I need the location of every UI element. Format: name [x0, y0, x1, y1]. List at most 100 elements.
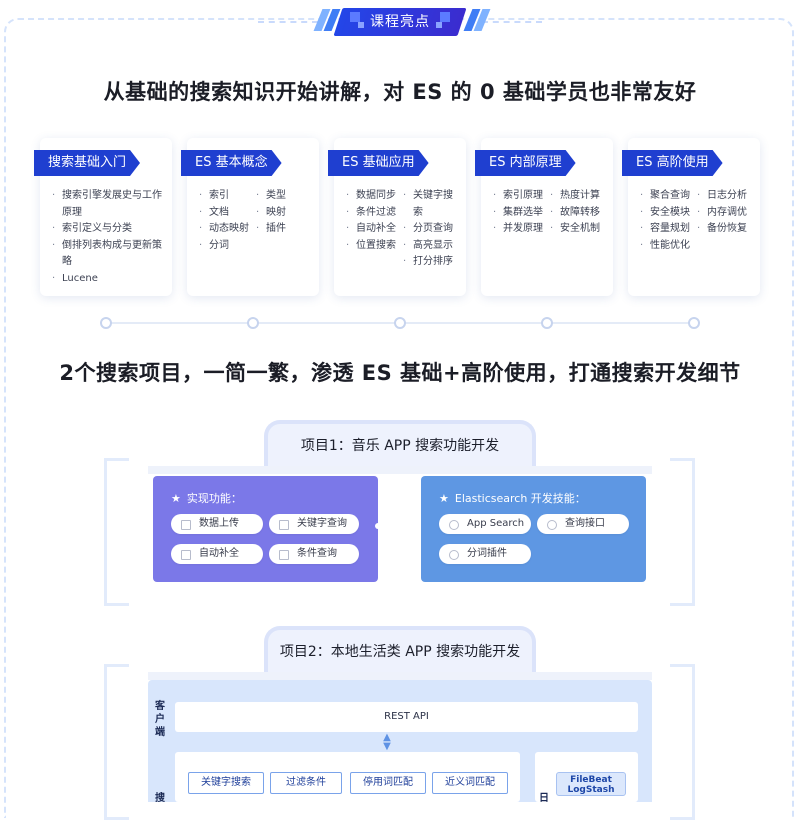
- project1-base: [148, 466, 652, 474]
- card-title: ES 高阶使用: [622, 150, 723, 176]
- feature-pill: 自动补全: [171, 544, 263, 564]
- list-item: 条件过滤: [346, 205, 403, 222]
- list-item: 自动补全: [346, 221, 403, 238]
- check-circle-icon: [449, 520, 459, 530]
- concept-card: ES 高阶使用 聚合查询 安全模块 容量规划 性能优化 日志分析 内存调优 备份…: [628, 138, 760, 296]
- pill-label: 关键字查询: [297, 518, 347, 529]
- timeline-dot: [394, 317, 406, 329]
- list-item: 映射: [256, 205, 313, 222]
- check-circle-icon: [547, 520, 557, 530]
- concept-card: ES 基本概念 索引 文档 动态映射 分词 类型 映射 插件: [187, 138, 319, 296]
- list-item: 分词: [199, 238, 256, 255]
- list-item: 索引: [199, 188, 256, 205]
- bracket-left: [104, 458, 129, 606]
- bracket-right: [670, 664, 695, 820]
- card-list: 索引 文档 动态映射 分词 类型 映射 插件: [199, 188, 313, 254]
- card-list: 聚合查询 安全模块 容量规划 性能优化 日志分析 内存调优 备份恢复: [640, 188, 754, 254]
- grid-icon: [181, 520, 191, 530]
- bracket-right: [670, 458, 695, 606]
- pill-label: 自动补全: [199, 548, 239, 559]
- project1-title: 项目1：音乐 APP 搜索功能开发: [264, 420, 536, 468]
- section1-heading: 从基础的搜索知识开始讲解，对 ES 的 0 基础学员也非常友好: [103, 80, 697, 104]
- timeline-dot: [100, 317, 112, 329]
- card-list: 数据同步 条件过滤 自动补全 位置搜索 关键字搜索 分页查询 高亮显示 打分排序: [346, 188, 460, 271]
- bracket-left: [104, 664, 129, 820]
- project1-skills-panel: ★Elasticsearch 开发技能： App Search 查询接口 分词插…: [421, 476, 646, 582]
- badge-deco-line-left: [258, 21, 318, 23]
- grid-icon: [181, 550, 191, 560]
- list-item: 内存调优: [697, 205, 754, 222]
- list-item: 位置搜索: [346, 238, 403, 255]
- rest-api-box: REST API: [175, 702, 638, 732]
- panel-title: ★Elasticsearch 开发技能：: [439, 490, 586, 506]
- pill-label: 分词插件: [467, 548, 507, 559]
- card-list: 搜索引擎发展史与工作原理 索引定义与分类 倒排列表构成与更新策略 Lucene: [52, 188, 166, 287]
- card-title: 搜索基础入门: [34, 150, 140, 176]
- concept-card: 搜索基础入门 搜索引擎发展史与工作原理 索引定义与分类 倒排列表构成与更新策略 …: [40, 138, 172, 296]
- list-item: 热度计算: [550, 188, 607, 205]
- stopword-box: 停用词匹配: [350, 772, 426, 794]
- card-title: ES 内部原理: [475, 150, 576, 176]
- list-item: 安全模块: [640, 205, 697, 222]
- filebeat-logstash-tag: FileBeat LogStash: [556, 772, 626, 796]
- list-item: 备份恢复: [697, 221, 754, 238]
- check-circle-icon: [449, 550, 459, 560]
- card-list: 索引原理 集群选举 并发原理 热度计算 故障转移 安全机制: [493, 188, 607, 238]
- list-item: 日志分析: [697, 188, 754, 205]
- log-layer-label: 日: [539, 793, 549, 804]
- pill-label: 查询接口: [565, 518, 605, 529]
- panel-title: ★ 实现功能：: [171, 490, 242, 506]
- list-item: 高亮显示: [403, 238, 460, 255]
- list-item: 聚合查询: [640, 188, 697, 205]
- list-item: 倒排列表构成与更新策略: [52, 238, 166, 271]
- panel-title-text: 实现功能：: [186, 492, 242, 505]
- section2-heading: 2个搜索项目，一简一繁，渗透 ES 基础+高阶使用，打通搜索开发细节: [59, 361, 741, 385]
- badge-title: 课程亮点: [370, 14, 430, 30]
- grid-icon: [279, 550, 289, 560]
- connector-dot: [375, 523, 381, 529]
- list-item: Lucene: [52, 271, 166, 288]
- list-item: 容量规划: [640, 221, 697, 238]
- arrow-up-down-icon: ▲▼: [383, 732, 391, 752]
- panel-title-text: Elasticsearch 开发技能：: [454, 492, 586, 505]
- list-item: 性能优化: [640, 238, 697, 255]
- list-item: 数据同步: [346, 188, 403, 205]
- list-item: 插件: [256, 221, 313, 238]
- project2-base: [148, 672, 652, 680]
- list-item: 关键字搜索: [403, 188, 460, 221]
- list-item: 索引原理: [493, 188, 550, 205]
- panel-connector: [378, 526, 421, 528]
- synonym-box: 近义词匹配: [432, 772, 508, 794]
- feature-pill: 数据上传: [171, 514, 263, 534]
- project1-features-panel: ★ 实现功能： 数据上传 关键字查询 自动补全 条件查询: [153, 476, 378, 582]
- filter-box: 过滤条件: [270, 772, 342, 794]
- filebeat-label: FileBeat: [570, 775, 612, 785]
- keyword-search-box: 关键字搜索: [188, 772, 264, 794]
- star-icon: ★: [171, 492, 181, 505]
- skill-pill: 查询接口: [537, 514, 629, 534]
- badge-deco-line-right: [482, 21, 542, 23]
- concept-card: ES 内部原理 索引原理 集群选举 并发原理 热度计算 故障转移 安全机制: [481, 138, 613, 296]
- project2-title: 项目2：本地生活类 APP 搜索功能开发: [264, 626, 536, 674]
- timeline-dot: [541, 317, 553, 329]
- skill-pill: 分词插件: [439, 544, 531, 564]
- list-item: 分页查询: [403, 221, 460, 238]
- badge-pixel-decoration: [440, 12, 450, 22]
- client-label: 客户端: [155, 701, 165, 738]
- list-item: 搜索引擎发展史与工作原理: [52, 188, 166, 221]
- card-title: ES 基本概念: [181, 150, 282, 176]
- feature-pill: 条件查询: [269, 544, 359, 564]
- search-layer-label: 搜: [155, 793, 165, 804]
- pill-label: 条件查询: [297, 548, 337, 559]
- skill-pill: App Search: [439, 514, 531, 534]
- list-item: 动态映射: [199, 221, 256, 238]
- grid-icon: [279, 520, 289, 530]
- card-title: ES 基础应用: [328, 150, 429, 176]
- list-item: 文档: [199, 205, 256, 222]
- list-item: 安全机制: [550, 221, 607, 238]
- section-badge: 课程亮点: [0, 0, 800, 44]
- timeline-dot: [688, 317, 700, 329]
- pill-label: App Search: [467, 518, 525, 529]
- list-item: 打分排序: [403, 254, 460, 271]
- timeline-dot: [247, 317, 259, 329]
